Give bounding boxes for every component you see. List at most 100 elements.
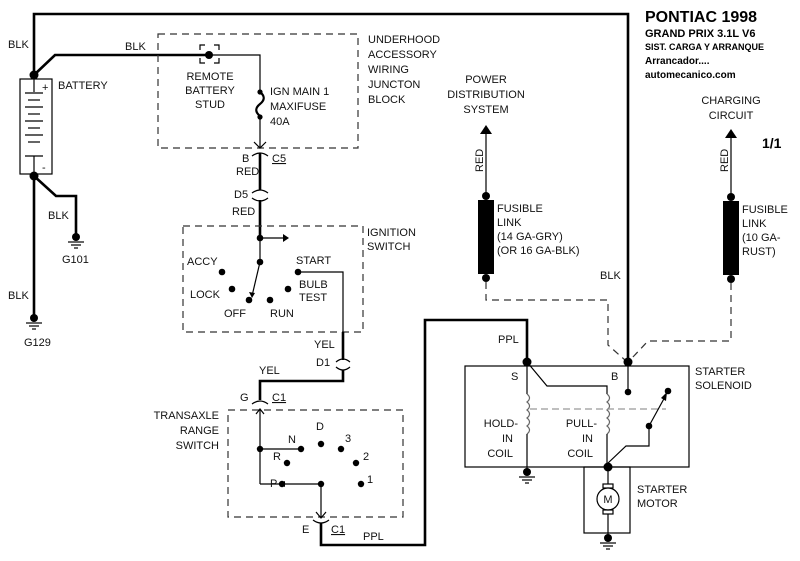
svg-text:CIRCUIT: CIRCUIT	[709, 110, 754, 122]
wire-s-to-pull-coil	[526, 361, 608, 394]
wire-label-ppl-top: PPL	[498, 334, 519, 346]
svg-text:STUD: STUD	[195, 99, 225, 111]
transaxle-switch-label: TRANSAXLE RANGE SWITCH	[154, 410, 219, 452]
svg-text:TRANSAXLE: TRANSAXLE	[154, 410, 219, 422]
svg-text:PULL-: PULL-	[566, 418, 598, 430]
terminal-b-label: B	[611, 371, 618, 383]
connector-d1-label: D1	[316, 357, 330, 369]
svg-text:IGN MAIN 1: IGN MAIN 1	[270, 86, 329, 98]
connector-c1-top-pin: G	[240, 392, 249, 404]
ground-label-g129: G129	[24, 337, 51, 349]
svg-text:(10 GA-: (10 GA-	[742, 232, 781, 244]
svg-text:FUSIBLE: FUSIBLE	[497, 203, 543, 215]
wire-label-red-2: RED	[232, 206, 255, 218]
wire-ppl-to-solenoid-s	[319, 318, 529, 547]
connector-c5-label: C5	[272, 153, 286, 165]
title-block: PONTIAC 1998 GRAND PRIX 3.1L V6 SIST. CA…	[645, 9, 782, 151]
svg-text:FUSIBLE: FUSIBLE	[742, 204, 788, 216]
hold-in-coil-icon	[526, 393, 531, 435]
title-model: GRAND PRIX 3.1L V6	[645, 28, 755, 40]
title-site: automecanico.com	[645, 70, 736, 81]
fusible-link-1-label: FUSIBLE LINK (14 GA-GRY) (OR 16 GA-BLK)	[497, 203, 580, 257]
wire-label-blk-junction: BLK	[125, 41, 146, 53]
power-distribution-label: POWER DISTRIBUTION SYSTEM	[447, 74, 525, 116]
svg-text:SYSTEM: SYSTEM	[463, 104, 508, 116]
svg-text:(14 GA-GRY): (14 GA-GRY)	[497, 231, 563, 243]
contact-b-dot	[624, 388, 632, 396]
svg-text:BULB: BULB	[299, 279, 328, 291]
charging-circuit-label: CHARGING CIRCUIT	[701, 95, 760, 122]
svg-text:LINK: LINK	[742, 218, 767, 230]
wire-label-blk-g101: BLK	[48, 210, 69, 222]
svg-text:POWER: POWER	[465, 74, 507, 86]
connector-c1-bottom-label: C1	[331, 524, 345, 536]
svg-text:COIL: COIL	[487, 448, 513, 460]
fusible-link-2-label: FUSIBLE LINK (10 GA- RUST)	[742, 204, 788, 258]
wire-battery-to-solenoid-b	[32, 12, 630, 362]
connector-d5-label: D5	[234, 189, 248, 201]
wire-battery-to-g101	[33, 175, 78, 236]
trs-pos-n: N	[288, 434, 296, 446]
transaxle-switch-contacts	[255, 408, 365, 519]
trs-pos-3: 3	[345, 433, 351, 445]
svg-text:WIRING: WIRING	[368, 64, 409, 76]
trs-pos-p: P	[270, 478, 277, 490]
svg-text:SWITCH: SWITCH	[176, 440, 219, 452]
ground-g101-icon	[68, 233, 84, 249]
ground-motor-icon	[600, 534, 616, 550]
ground-solenoid-icon	[519, 468, 535, 484]
wire-fusible-2-dashed	[631, 283, 732, 359]
wire-label-ppl-bottom: PPL	[363, 531, 384, 543]
svg-text:JUNCTON: JUNCTON	[368, 79, 420, 91]
battery-minus-sign: -	[42, 162, 46, 174]
svg-text:40A: 40A	[270, 116, 290, 128]
svg-text:TEST: TEST	[299, 292, 327, 304]
svg-text:(OR 16 GA-BLK): (OR 16 GA-BLK)	[497, 245, 580, 257]
motor-symbol: M	[603, 494, 612, 506]
wire-fusible-1-dashed	[485, 282, 626, 361]
junction-block-outline	[157, 33, 359, 149]
svg-text:BLOCK: BLOCK	[368, 94, 406, 106]
svg-text:IGNITION: IGNITION	[367, 227, 416, 239]
wire-battery-to-junction	[33, 53, 208, 76]
svg-text:IN: IN	[502, 433, 513, 445]
wire-yel-d1-c1	[258, 370, 345, 400]
starter-motor-icon: M	[596, 467, 620, 537]
ignition-switch-contacts	[218, 234, 302, 304]
title-subtitle: Arrancador....	[645, 56, 710, 67]
maxifuse-icon	[255, 89, 265, 120]
wire-label-blk-solenoid: BLK	[600, 270, 621, 282]
connector-c1-bottom-icon	[312, 519, 330, 524]
junction-block-label: UNDERHOOD ACCESSORY WIRING JUNCTON BLOCK	[368, 34, 440, 106]
starter-motor-label: STARTER MOTOR	[637, 484, 687, 510]
page-number: 1/1	[762, 135, 782, 151]
svg-text:BATTERY: BATTERY	[185, 85, 235, 97]
wire-switch-to-motor	[606, 426, 650, 465]
ground-g129-icon	[26, 314, 42, 330]
connector-d5-icon	[251, 189, 269, 202]
terminal-s-label: S	[511, 371, 518, 383]
wire-label-red-charging: RED	[719, 149, 731, 172]
starter-solenoid-label: STARTER SOLENOID	[695, 366, 752, 392]
ign-pos-lock: LOCK	[190, 289, 221, 301]
remote-battery-stud-label: REMOTE BATTERY STUD	[185, 71, 235, 111]
connector-c1-top-icon	[251, 400, 269, 405]
solenoid-switch-arm	[648, 394, 667, 427]
title-make-year: PONTIAC 1998	[645, 9, 757, 26]
ignition-switch-outline	[182, 225, 364, 333]
trs-pos-1: 1	[367, 474, 373, 486]
wire-start-contact	[298, 271, 344, 332]
wire-stud-to-fuse	[209, 54, 261, 90]
svg-text:ACCESSORY: ACCESSORY	[368, 49, 438, 61]
trs-pos-d: D	[316, 421, 324, 433]
svg-text:RUST): RUST)	[742, 246, 776, 258]
svg-text:COIL: COIL	[567, 448, 593, 460]
connector-c1-bottom-pin: E	[302, 524, 309, 536]
svg-text:SOLENOID: SOLENOID	[695, 380, 752, 392]
maxifuse-label: IGN MAIN 1 MAXIFUSE 40A	[270, 86, 329, 128]
svg-text:STARTER: STARTER	[695, 366, 745, 378]
ignition-switch-label: IGNITION SWITCH	[367, 227, 416, 253]
starter-solenoid-box	[464, 365, 690, 468]
title-system: SIST. CARGA Y ARRANQUE	[645, 42, 764, 52]
